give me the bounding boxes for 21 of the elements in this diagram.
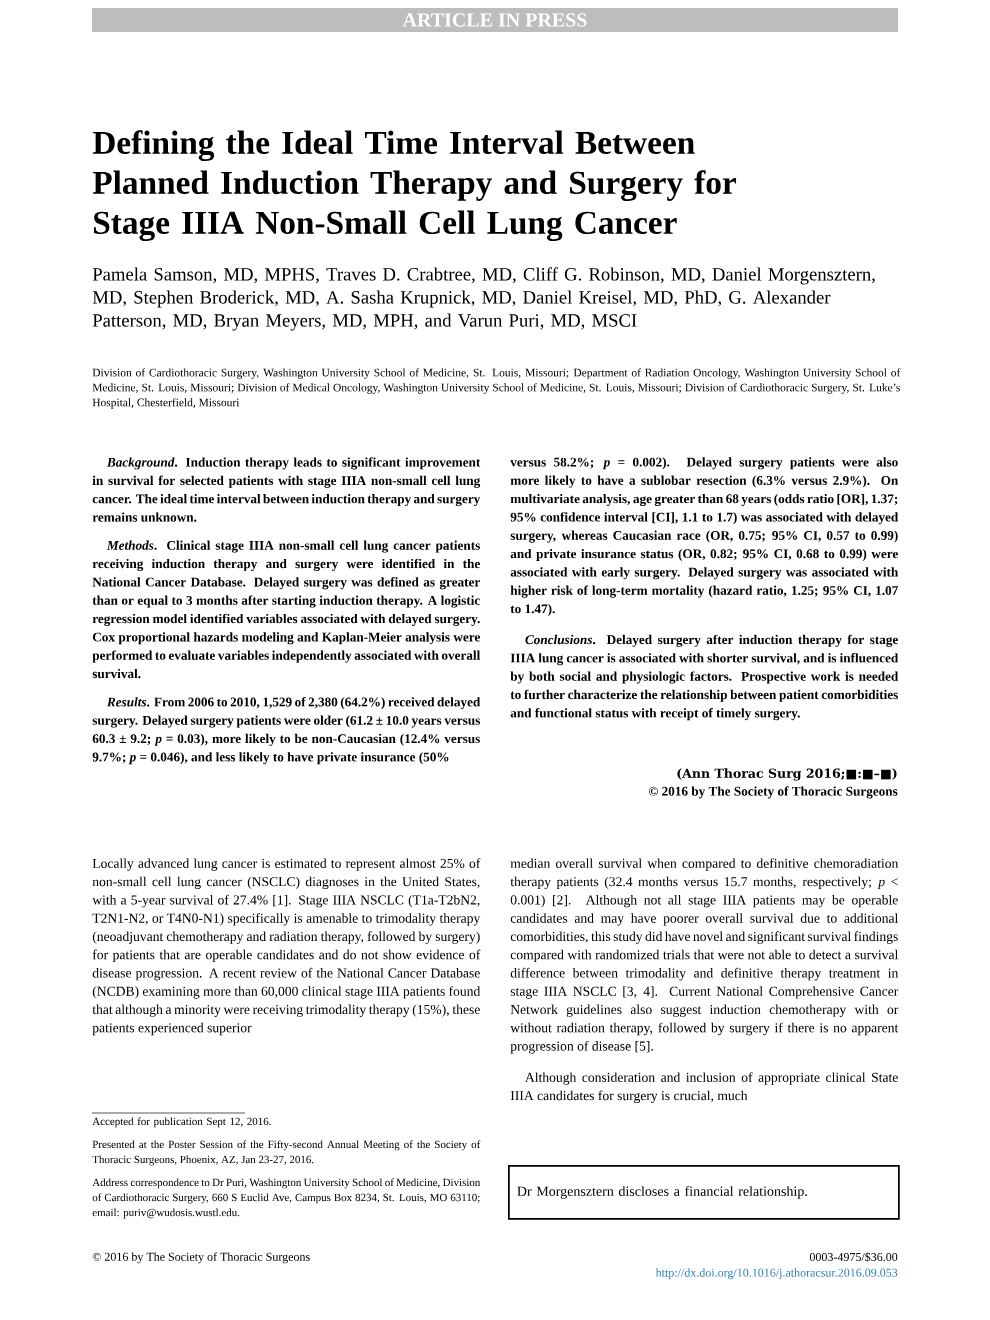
footnote: Accepted for publication Sept 12, 2016. xyxy=(92,1117,271,1128)
footnote: Address correspondence to Dr Puri, Washington University School of Medicine, Division of Cardiothoracic Surgery, 660 S Euclid Ave, Campus Box 8234, St. Louis, MO 63110; email: puriv@wudosis.wustl.edu. xyxy=(92,1178,481,1219)
abstract-paragraph: Results. From 2006 to 2010, 1,529 of 2,380 (64.2%) received delayed surgery. Delayed surgery patients were older (61.2 ± 10.0 years versus 60.3 ± 9.2; p = 0.03), more likely to be non-Caucasian (12.4% versus 9.7%; p = 0.046), and less likely to have private insurance (50% xyxy=(92,697,481,765)
article-title: Defining the Ideal Time Interval Between Planned Induction Therapy and Surgery for Stage IIIA Non-Small Cell Lung Cancer xyxy=(92,130,737,242)
citation-line: (Ann Thorac Surg 2016;■:■–■) xyxy=(677,768,897,781)
doi-link: http://dx.doi.org/10.1016/j.athoracsur.2016.09.053 xyxy=(655,1268,898,1280)
footnote: Presented at the Poster Session of the Fifty-second Annual Meeting of the Society of Thoracic Surgeons, Phoenix, AZ, Jan 23-27, 2016. xyxy=(92,1140,481,1166)
abstract-paragraph: Methods. Clinical stage IIIA non-small cell lung cancer patients receiving induction therapy and surgery were identified in the National Cancer Database. Delayed surgery was defined as greater than or equal to 3 months after starting induction therapy. A logistic regression model identified variables associated with delayed surgery. Cox proportional hazards modeling and Kaplan-Meier analysis were performed to evaluate variables independently associated with overall survival. xyxy=(92,540,481,679)
abstract-paragraph: Background. Induction therapy leads to significant improvement in survival for selected patients with stage IIIA non-small cell lung cancer. The ideal time interval between induction therapy and surgery remains unknown. xyxy=(92,457,481,522)
abstract-paragraph: Conclusions. Delayed surgery after induction therapy for stage IIIA lung cancer is associated with shorter survival, and is influenced by both social and physiologic factors. Prospective work is needed to further characterize the relationship between patient comorbidities and functional status with receipt of timely surgery. xyxy=(510,634,899,721)
author-list: Pamela Samson, MD, MPHS, Traves D. Crabtree, MD, Cliff G. Robinson, MD, Daniel Morgensztern, MD, Stephen Broderick, MD, A. Sasha Krupnick, MD, Daniel Kreisel, MD, PhD, G. Alexander Patterson, MD, Bryan Meyers, MD, MPH, and Varun Puri, MD, MSCI xyxy=(92,267,875,331)
body-paragraph: Locally advanced lung cancer is estimated to represent almost 25% of non-small cell lung cancer (NSCLC) diagnoses in the United States, with a 5-year survival of 27.4% [1]. Stage IIIA NSCLC (T1a-T2bN2, T2N1-N2, or T4N0-N1) specifically is amenable to trimodality therapy (neoadjuvant chemotherapy and radiation therapy, followed by surgery) for patients that are operable candidates and do not show evidence of disease progression. A recent review of the National Cancer Database (NCDB) examining more than 60,000 clinical stage IIIA patients found that although a minority were receiving trimodality therapy (15%), these patients experienced superior xyxy=(92,858,481,1036)
banner-text: ARTICLE IN PRESS xyxy=(402,13,587,27)
issn-line: 0003-4975/$36.00 xyxy=(809,1252,898,1262)
body-paragraph: median overall survival when compared to definitive chemoradiation therapy patients (32.4 months versus 15.7 months, respectively; p < 0.001) [2]. Although not all stage IIIA patients may be operable candidates and may have poorer overall survival due to additional comorbidities, this study did have novel and significant survival findings compared with randomized trials that were not able to detect a survival difference between trimodality and definitive therapy treatment in stage IIIA NSCLC [3, 4]. Current National Comprehensive Cancer Network guidelines also suggest induction chemotherapy with or without radiation therapy, followed by surgery if there is no apparent progression of disease [5]. xyxy=(510,858,899,1054)
copyright-line: © 2016 by The Society of Thoracic Surgeons xyxy=(92,1252,310,1264)
abstract-paragraph: versus 58.2%; p = 0.002). Delayed surgery patients were also more likely to have a sublobar resection (6.3% versus 2.9%). On multivariate analysis, age greater than 68 years (odds ratio [OR], 1.37; 95% confidence interval [CI], 1.1 to 1.7) was associated with delayed surgery, whereas Caucasian race (OR, 0.75; 95% CI, 0.57 to 0.99) and private insurance status (OR, 0.82; 95% CI, 0.68 to 0.99) were associated with early surgery. Delayed surgery was associated with higher risk of long-term mortality (hazard ratio, 1.25; 95% CI, 1.07 to 1.47). xyxy=(510,457,899,616)
affiliation-text: Division of Cardiothoracic Surgery, Washington University School of Medicine, St. Louis, Missouri; Department of Radiation Oncology, Washington University School of Medicine, St. Louis, Missouri; Division of Medical Oncology, Washington University School of Medicine, St. Louis, Missouri; Division of Cardiothoracic Surgery, St. Luke’s Hospital, Chesterfield, Missouri xyxy=(92,368,901,409)
body-paragraph: Although consideration and inclusion of appropriate clinical State IIIA candidates for surgery is crucial, much xyxy=(510,1072,898,1104)
disclosure-box: Dr Morgensztern discloses a financial relationship. xyxy=(508,1165,900,1220)
copyright-line: © 2016 by The Society of Thoracic Surgeons xyxy=(649,786,898,799)
